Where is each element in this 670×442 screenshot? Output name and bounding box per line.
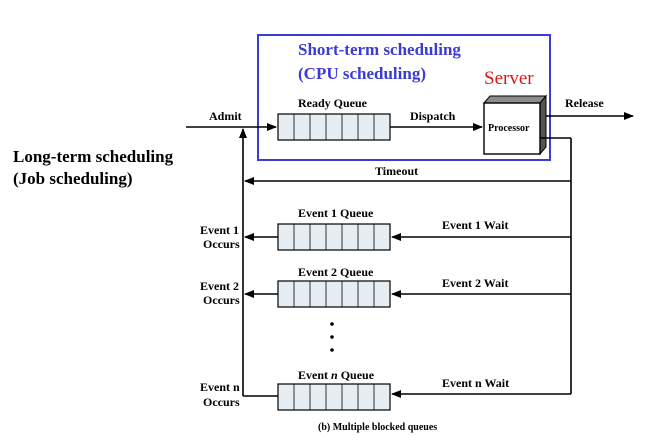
timeout-label: Timeout	[375, 164, 418, 178]
event1-queue-label: Event 1 Queue	[298, 206, 374, 220]
release-label: Release	[565, 96, 604, 110]
event1-occurs-label-2: Occurs	[203, 237, 240, 251]
event2-occurs-label: Event 2	[200, 279, 239, 293]
eventn-occurs-label: Event n	[200, 380, 240, 394]
short-term-scheduling-box	[257, 34, 551, 161]
ready-queue-label: Ready Queue	[298, 96, 368, 110]
processor-box	[482, 94, 548, 156]
long-term-title: Long-term scheduling	[13, 147, 174, 166]
event2-occurs-label-2: Occurs	[203, 293, 240, 307]
ellipsis-dots	[330, 322, 334, 352]
eventn-queue	[277, 383, 391, 411]
job-scheduling-title: (Job scheduling)	[13, 169, 133, 188]
event2-queue-label: Event 2 Queue	[298, 265, 374, 279]
event1-occurs-label: Event 1	[200, 223, 239, 237]
server-label: Server	[484, 68, 534, 89]
eventn-occurs-label-2: Occurs	[203, 395, 240, 409]
processor-label: Processor	[488, 123, 530, 134]
caption: (b) Multiple blocked queues	[318, 422, 437, 433]
short-term-title: Short-term scheduling	[298, 40, 461, 59]
event1-queue	[277, 223, 391, 251]
eventn-wait-label: Event n Wait	[442, 376, 509, 390]
cpu-scheduling-title: (CPU scheduling)	[298, 64, 426, 83]
admit-label: Admit	[209, 109, 242, 123]
ready-queue	[277, 113, 391, 141]
event2-queue	[277, 280, 391, 308]
event2-wait-label: Event 2 Wait	[442, 276, 508, 290]
event1-wait-label: Event 1 Wait	[442, 218, 508, 232]
dispatch-label: Dispatch	[410, 109, 456, 123]
eventn-queue-label: Event n Queue	[298, 368, 375, 382]
